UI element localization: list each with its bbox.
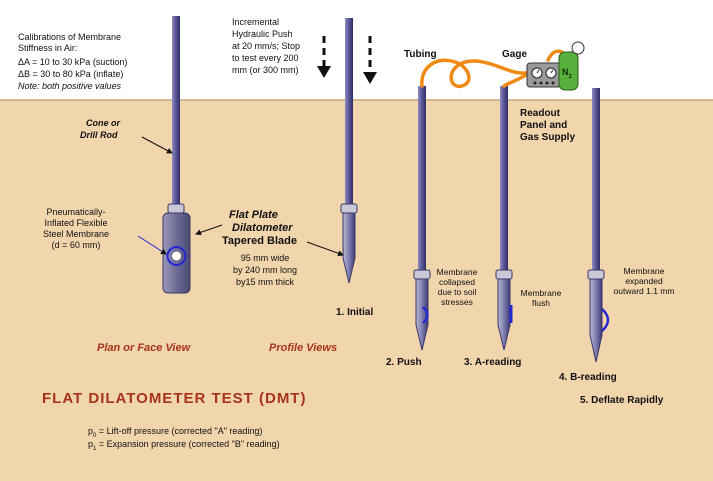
gas-bottle-body	[558, 51, 579, 91]
push-rod	[418, 86, 426, 270]
b-reading-coupling	[587, 269, 605, 280]
flat-plate-label-2: Dilatometer	[232, 222, 293, 234]
blade-dims-2: by 240 mm long	[232, 265, 298, 275]
gage-knob-2	[539, 81, 543, 85]
gage-knob-4	[551, 81, 555, 85]
readout-panel	[526, 62, 562, 88]
push-note-line-1: Incremental	[232, 17, 280, 27]
push-coupling	[413, 269, 431, 280]
gage-label: Gage	[502, 49, 528, 60]
push-note-line-2: Hydraulic Push	[232, 29, 293, 39]
b-reading-rod	[592, 88, 600, 270]
leader-tapered-blade	[306, 241, 344, 257]
membrane-desc-4: (d = 60 mm)	[51, 240, 101, 250]
soil-region	[0, 100, 713, 481]
calibration-note: Note: both positive values	[18, 81, 122, 91]
expanded-note-3: outward 1.1 mm	[613, 286, 675, 296]
a-reading-coupling	[495, 269, 513, 280]
blade-dims-3: by15 mm thick	[235, 277, 295, 287]
profile-initial	[340, 18, 358, 284]
profile-push	[413, 86, 431, 351]
plan-view-dilatometer	[162, 16, 191, 294]
calibration-delta-a: ΔA = 10 to 30 kPa (suction)	[18, 57, 128, 67]
push-membrane	[422, 306, 429, 324]
tubing-line-to-bottle	[546, 49, 564, 62]
plan-view-caption: Plan or Face View	[97, 342, 191, 354]
leader-cone-rod	[141, 136, 173, 154]
profile-a-reading	[495, 86, 513, 351]
push-note-line-5: mm (or 300 mm)	[232, 65, 299, 75]
plan-view-rod	[172, 16, 180, 208]
plan-view-membrane-center	[171, 250, 182, 262]
gas-bottle-valve-icon	[571, 41, 585, 55]
push-arrows	[317, 36, 377, 84]
gas-symbol: N2	[562, 67, 572, 80]
push-blade	[415, 278, 429, 351]
gas-bottle	[558, 41, 585, 91]
cone-rod-label-2: Drill Rod	[80, 130, 118, 140]
legend-p1-symbol: p	[88, 439, 94, 449]
readout-label-2: Panel and	[520, 120, 568, 131]
gage-needle-right	[550, 69, 554, 74]
flat-plate-label-1: Flat Plate	[229, 209, 278, 221]
step-push: 2. Push	[386, 357, 422, 368]
legend-p1: p1 = Expansion pressure (corrected "B" r…	[88, 439, 280, 455]
collapsed-note-3: due to soil	[437, 287, 477, 297]
membrane-desc-1: Pneumatically-	[46, 207, 106, 217]
calibration-delta-b: ΔB = 30 to 80 kPa (inflate)	[18, 69, 124, 79]
gage-knob-1	[533, 81, 537, 85]
initial-rod	[345, 18, 353, 204]
tubing-label: Tubing	[404, 49, 437, 60]
step-initial: 1. Initial	[336, 307, 374, 318]
cone-rod-label-1: Cone or	[86, 118, 121, 128]
step-a-reading: 3. A-reading	[464, 357, 522, 368]
blade-dims-1: 95 mm wide	[240, 253, 290, 263]
leader-flat-plate	[195, 224, 223, 236]
step-deflate: 5. Deflate Rapidly	[580, 395, 664, 406]
plan-view-coupling	[167, 203, 185, 214]
profile-b-reading	[587, 88, 610, 363]
readout-label-3: Gas Supply	[520, 132, 576, 143]
b-reading-blade	[589, 278, 603, 363]
push-arrow-left-head	[317, 66, 331, 78]
tapered-blade-label: Tapered Blade	[222, 235, 297, 247]
push-note-line-3: at 20 mm/s; Stop	[232, 41, 301, 51]
readout-label-1: Readout	[520, 108, 560, 119]
calibration-heading-1: Calibrations of Membrane	[18, 32, 122, 42]
expanded-note-1: Membrane	[623, 266, 665, 276]
b-reading-membrane	[601, 308, 610, 332]
diagram-title: FLAT DILATOMETER TEST (DMT)	[42, 390, 307, 407]
membrane-desc-2: Inflated Flexible	[44, 218, 108, 228]
a-reading-blade	[497, 278, 511, 351]
expanded-note-2: expanded	[625, 276, 663, 286]
collapsed-note-2: collapsed	[439, 277, 475, 287]
legend-p0-subscript: 0	[93, 432, 97, 439]
membrane-desc-3: Steel Membrane	[42, 229, 110, 239]
profile-views-caption: Profile Views	[269, 342, 338, 354]
legend-p0-symbol: p	[88, 426, 94, 436]
leader-membrane	[137, 235, 167, 255]
collapsed-note-1: Membrane	[436, 267, 478, 277]
step-b-reading: 4. B-reading	[559, 372, 617, 383]
legend-p0: p0 = Lift-off pressure (corrected "A" re…	[88, 426, 262, 442]
tubing-line	[420, 58, 532, 88]
flush-note-2: flush	[532, 298, 550, 308]
push-note-line-4: to test every 200	[232, 53, 299, 63]
flush-note-1: Membrane	[520, 288, 562, 298]
legend-p1-subscript: 1	[93, 445, 97, 452]
plan-view-membrane	[166, 246, 187, 266]
gage-knob-3	[545, 81, 549, 85]
legend-p1-text: = Expansion pressure (corrected "B" read…	[96, 439, 280, 449]
initial-coupling	[340, 203, 358, 214]
gage-needle-left	[536, 69, 540, 74]
calibration-heading-2: Stiffness in Air:	[18, 43, 78, 53]
collapsed-note-4: stresses	[441, 297, 473, 307]
legend-p0-text: = Lift-off pressure (corrected "A" readi…	[96, 426, 263, 436]
push-arrow-right-head	[363, 72, 377, 84]
gas-subscript: 2	[568, 73, 572, 80]
a-reading-rod	[500, 86, 508, 270]
